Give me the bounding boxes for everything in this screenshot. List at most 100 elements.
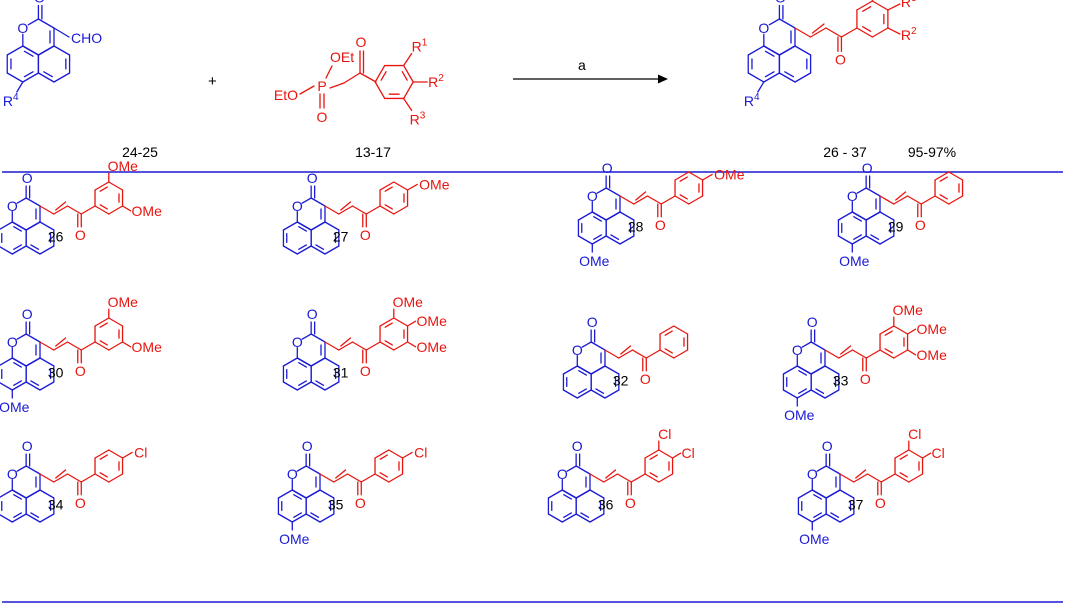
bond [906,195,922,205]
benzocoumarin-core: OO [282,306,340,391]
bond [37,18,55,29]
bond [380,71,387,81]
bond [853,216,862,222]
bond [605,211,621,221]
aryl-enone: O [604,325,689,387]
bond [581,341,592,348]
benzocoumarin-core: OO [282,170,340,255]
bond [591,235,607,245]
bond [884,330,893,336]
carbonyl-oxygen: O [22,170,33,186]
product-r4-ring-label-superscript: 4 [754,92,760,103]
bond [30,512,40,518]
bond [580,512,590,518]
bond [374,449,390,459]
substituent-label: OMe [132,339,163,355]
bond [94,341,110,351]
bond [319,513,335,523]
bond [329,82,345,89]
bond [315,244,325,250]
plus-sign: + [208,73,217,90]
bond [811,489,827,499]
bond [851,349,867,359]
bond [576,365,592,375]
bond [596,187,607,194]
bond [277,513,293,523]
bond [782,389,798,399]
bond [53,27,70,38]
bond [319,473,335,483]
bond [658,449,674,459]
bond [671,452,682,459]
bond [121,341,132,348]
bond [393,341,409,351]
bond [659,325,675,335]
carbonyl-oxygen: O [807,314,818,330]
bond [649,454,658,460]
bond [277,489,293,499]
bond [39,245,55,255]
bond [25,357,41,367]
bond [855,469,867,479]
bond [296,221,312,231]
aryl-enone: O [839,449,924,511]
bond [291,489,307,499]
bond [635,191,647,201]
ring-oxygen: O [7,334,18,350]
bond [16,465,27,472]
bond [319,489,335,499]
compound-number: 35 [328,497,344,513]
bond [11,221,27,231]
bond [630,473,646,483]
ring-oxygen: O [557,466,568,482]
bond [619,211,635,221]
bond [384,340,393,346]
bond [108,473,124,483]
reactant-b-number: 13-17 [355,144,391,160]
bond [939,176,948,182]
bond [840,27,858,38]
bond [782,365,798,375]
bond [856,187,867,194]
bond [310,357,326,367]
bond [908,473,924,483]
ring-oxygen: O [572,342,583,358]
bond [99,472,108,478]
compound-number: 30 [48,365,64,381]
bond [577,235,593,245]
bond [25,489,41,499]
benzocoumarin-core: OO [837,160,895,245]
bond [797,513,813,523]
bond [604,389,620,399]
bond [880,473,896,483]
substituent-label: OMe [917,321,948,337]
ketone-oxygen: O [356,34,367,50]
bond [305,465,321,475]
bond [633,195,649,205]
ketone-oxygen: O [360,363,371,379]
bond [11,245,27,255]
bond [55,201,67,211]
substituent-label: OMe [108,294,139,310]
bond [315,380,325,386]
bond [839,489,855,499]
bond [644,449,660,459]
ring-oxygen: O [847,188,858,204]
compound-number: 34 [48,497,64,513]
bond [825,27,843,38]
bond [870,234,880,240]
ketone-oxygen: O [875,495,886,511]
bond [840,345,852,355]
ethoxy-label-left: EtO [274,87,298,103]
bond [293,512,302,518]
bond [99,186,108,192]
bond [577,211,593,221]
bond [296,357,312,367]
substituent-label: Cl [658,426,671,442]
bond [22,72,40,83]
bond [360,473,376,483]
bond [310,221,326,231]
